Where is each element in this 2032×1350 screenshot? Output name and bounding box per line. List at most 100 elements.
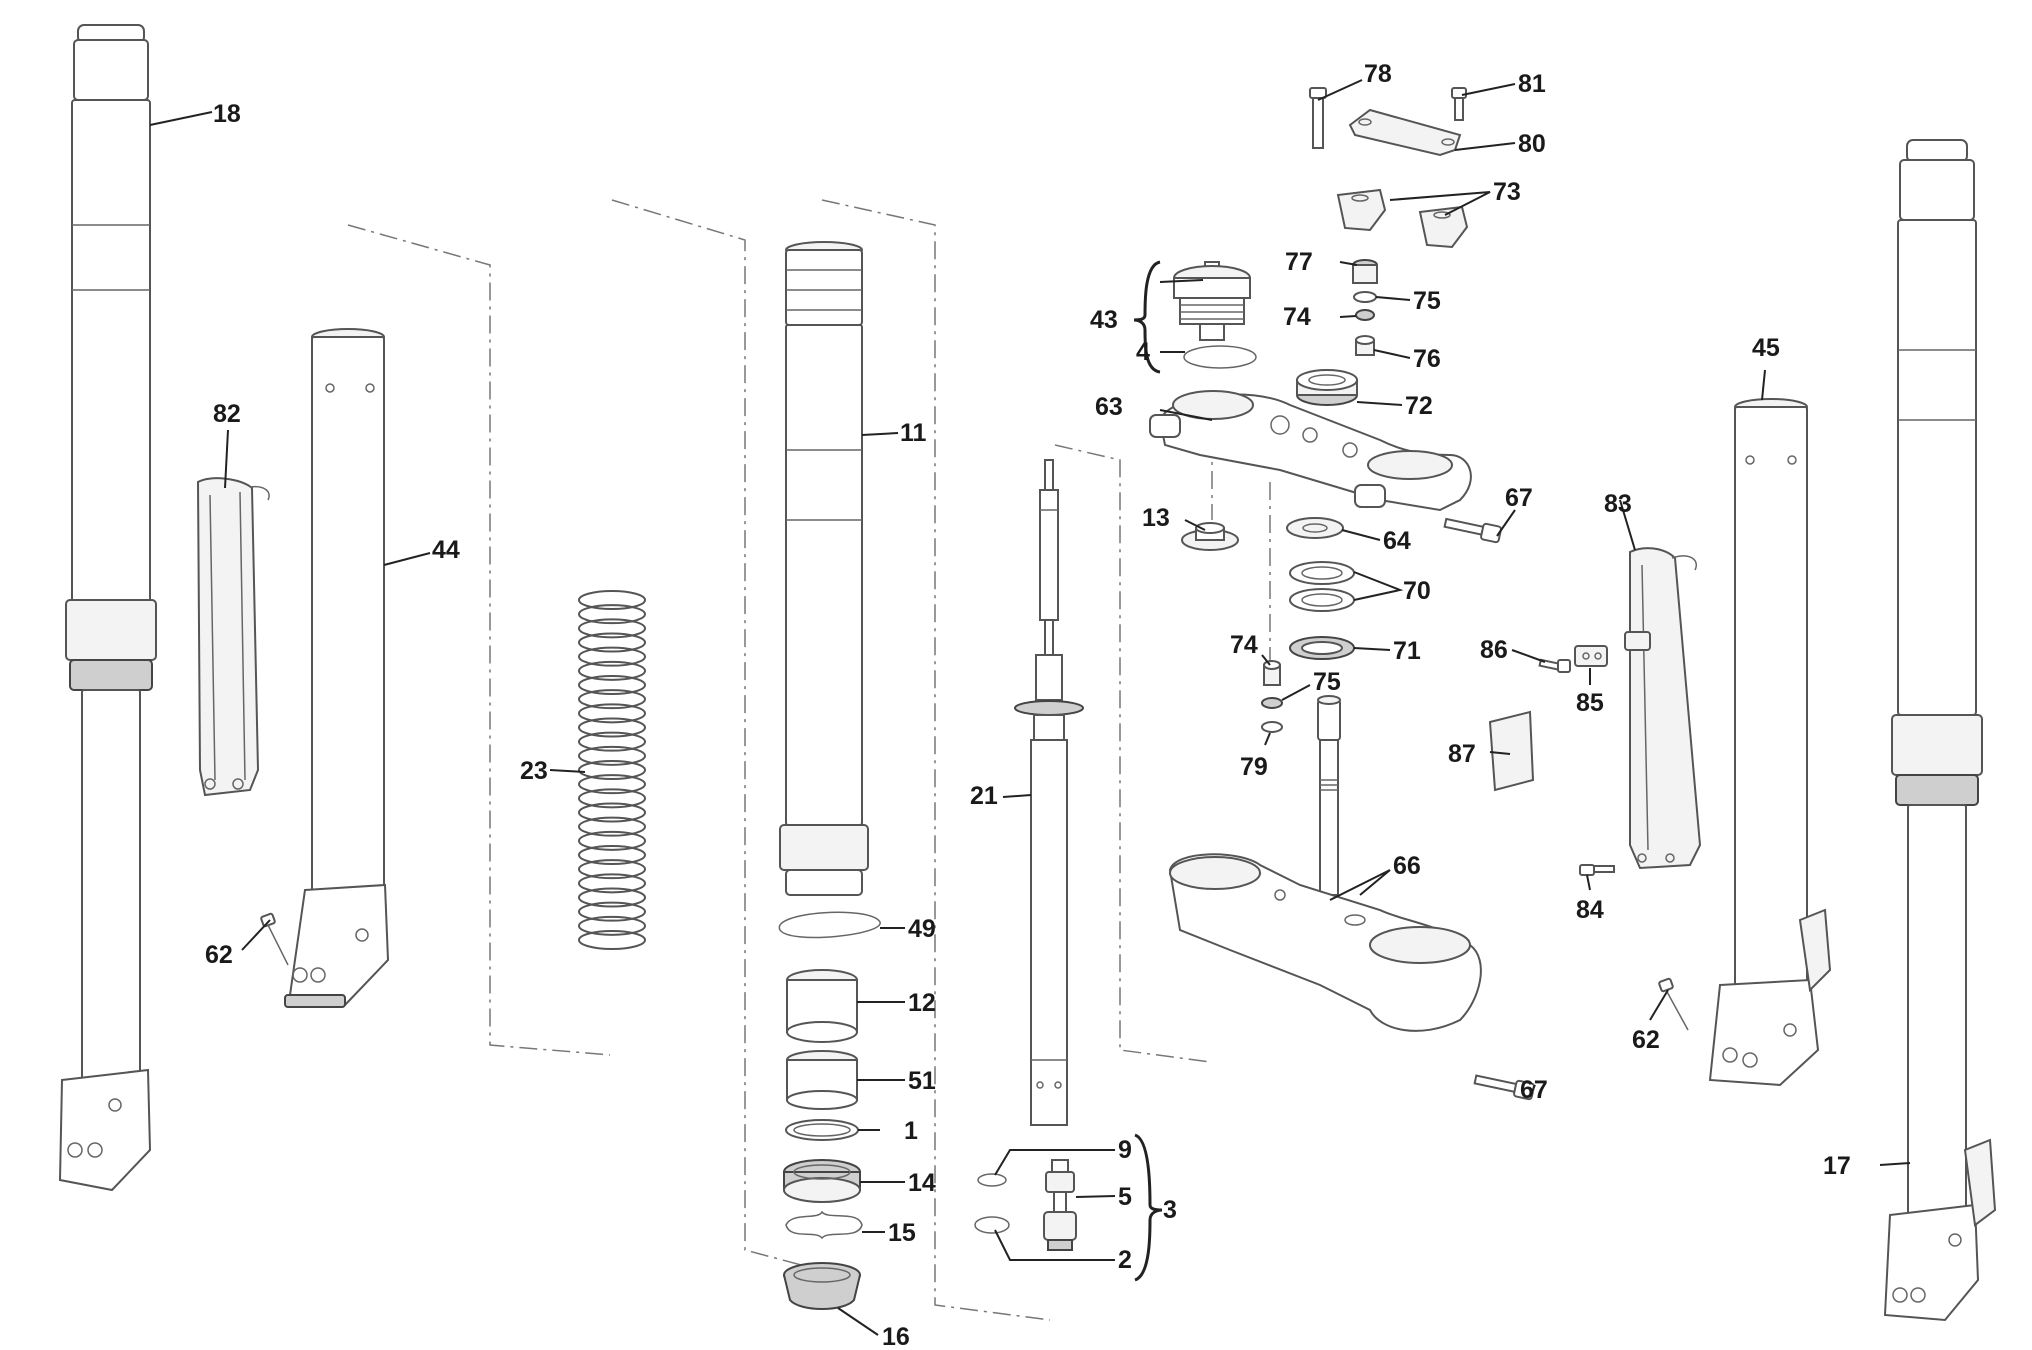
callout-73: 73	[1493, 178, 1521, 206]
callout-18: 18	[213, 100, 241, 128]
part-49-circlip	[778, 911, 881, 939]
callout-83: 83	[1604, 490, 1632, 518]
callout-70: 70	[1403, 577, 1431, 605]
spring-coil	[578, 802, 646, 823]
part-12-bushing	[786, 969, 858, 1043]
callout-87: 87	[1448, 740, 1476, 768]
part-14-oil-seal	[783, 1159, 861, 1203]
part-87-reflector	[1488, 710, 1535, 792]
callout-85: 85	[1576, 689, 1604, 717]
callout-labels: 18 82 44 62 23 11 49 12 51 1 14 15 16 21…	[205, 60, 1851, 1350]
part-63-upper-triple-clamp	[1149, 390, 1472, 512]
part-83-fork-guard-right	[1629, 547, 1702, 870]
part-67-pinch-bolt-lower	[1473, 1074, 1535, 1101]
callout-74-top: 74	[1283, 303, 1311, 331]
callout-80: 80	[1518, 130, 1546, 158]
callout-4: 4	[1136, 338, 1150, 366]
callout-5: 5	[1118, 1183, 1132, 1211]
part-51-bushing	[786, 1050, 858, 1110]
part-16-dust-seal	[783, 1262, 861, 1310]
part-4-o-ring	[1183, 345, 1257, 369]
callout-12: 12	[908, 989, 936, 1017]
spring-coil	[578, 660, 646, 681]
part-72-stem-nut	[1296, 369, 1358, 406]
spring-coil	[578, 604, 646, 625]
part-75-washer-lower	[1261, 697, 1283, 709]
phantom-lines	[347, 199, 1271, 1321]
spring-coil	[578, 703, 646, 724]
callout-11: 11	[900, 419, 927, 447]
part-18-left-fork-leg	[58, 24, 157, 1192]
callout-67-lower: 67	[1520, 1076, 1548, 1104]
callout-43: 43	[1090, 306, 1118, 334]
callout-81: 81	[1518, 70, 1546, 98]
part-71-bearing	[1289, 636, 1355, 660]
spring-coil	[578, 887, 646, 908]
part-86-bolt	[1538, 658, 1571, 673]
callout-84: 84	[1576, 896, 1604, 924]
leader-lines	[149, 79, 1911, 1336]
part-62-screw-right	[1658, 977, 1689, 1031]
part-81-bolt	[1451, 87, 1467, 121]
part-21-damper-cartridge	[1014, 459, 1084, 1126]
callout-78: 78	[1364, 60, 1392, 88]
part-67-pinch-bolt-upper	[1443, 517, 1502, 544]
callout-13: 13	[1142, 504, 1170, 532]
part-84-bolt	[1579, 864, 1615, 876]
spring-coil	[578, 830, 646, 851]
part-17-right-fork-leg	[1883, 139, 1997, 1322]
callout-82: 82	[213, 400, 241, 428]
spring-coil	[578, 689, 646, 710]
callout-62-right: 62	[1632, 1026, 1660, 1054]
spring-coil	[578, 930, 646, 950]
part-23-spring	[578, 590, 646, 950]
part-1-washer	[785, 1119, 859, 1141]
spring-coil	[578, 717, 646, 738]
callout-1: 1	[904, 1117, 918, 1145]
spring-coil	[578, 675, 646, 695]
callout-66: 66	[1393, 852, 1421, 880]
part-78-bolt	[1309, 87, 1327, 149]
callout-79: 79	[1240, 753, 1268, 781]
spring-coil	[578, 873, 646, 894]
callout-2: 2	[1118, 1246, 1132, 1274]
spring-coil	[578, 816, 646, 837]
part-76-spacer	[1355, 335, 1375, 356]
part-64-bearing-race	[1286, 517, 1344, 539]
callout-72: 72	[1405, 392, 1433, 420]
part-9-o-ring	[977, 1173, 1007, 1187]
part-62-screw-left	[260, 912, 289, 966]
part-15-retaining-clip	[785, 1210, 863, 1240]
part-66-lower-triple-clamp	[1168, 695, 1482, 1032]
callout-17: 17	[1823, 1152, 1851, 1180]
callout-77: 77	[1285, 248, 1313, 276]
part-74-bushing-lower	[1263, 660, 1281, 686]
callout-9: 9	[1118, 1136, 1132, 1164]
callout-16: 16	[882, 1323, 910, 1350]
callout-14: 14	[908, 1169, 936, 1197]
callout-76: 76	[1413, 345, 1441, 373]
spring-coil	[578, 901, 646, 922]
callout-44: 44	[432, 536, 460, 564]
part-73-handlebar-clamp	[1336, 188, 1469, 249]
callout-21: 21	[970, 782, 998, 810]
spring-coil	[578, 774, 646, 795]
callout-63: 63	[1095, 393, 1123, 421]
spring-coil	[578, 632, 646, 653]
callout-67-upper: 67	[1505, 484, 1533, 512]
part-5-valve	[1043, 1159, 1077, 1251]
part-77-sleeve	[1352, 259, 1378, 284]
spring-coil	[578, 618, 646, 639]
callout-62-left: 62	[205, 941, 233, 969]
callout-45: 45	[1752, 334, 1780, 362]
callout-23: 23	[520, 757, 548, 785]
callout-71: 71	[1393, 637, 1421, 665]
part-80-clamp-plate	[1348, 108, 1462, 157]
part-2-o-ring	[974, 1216, 1010, 1234]
spring-coil	[578, 859, 646, 880]
spring-coil	[578, 646, 646, 667]
callout-75-lower: 75	[1313, 668, 1341, 696]
part-70-seals	[1289, 561, 1355, 612]
spring-coil	[578, 845, 646, 865]
spring-coil	[578, 788, 646, 809]
